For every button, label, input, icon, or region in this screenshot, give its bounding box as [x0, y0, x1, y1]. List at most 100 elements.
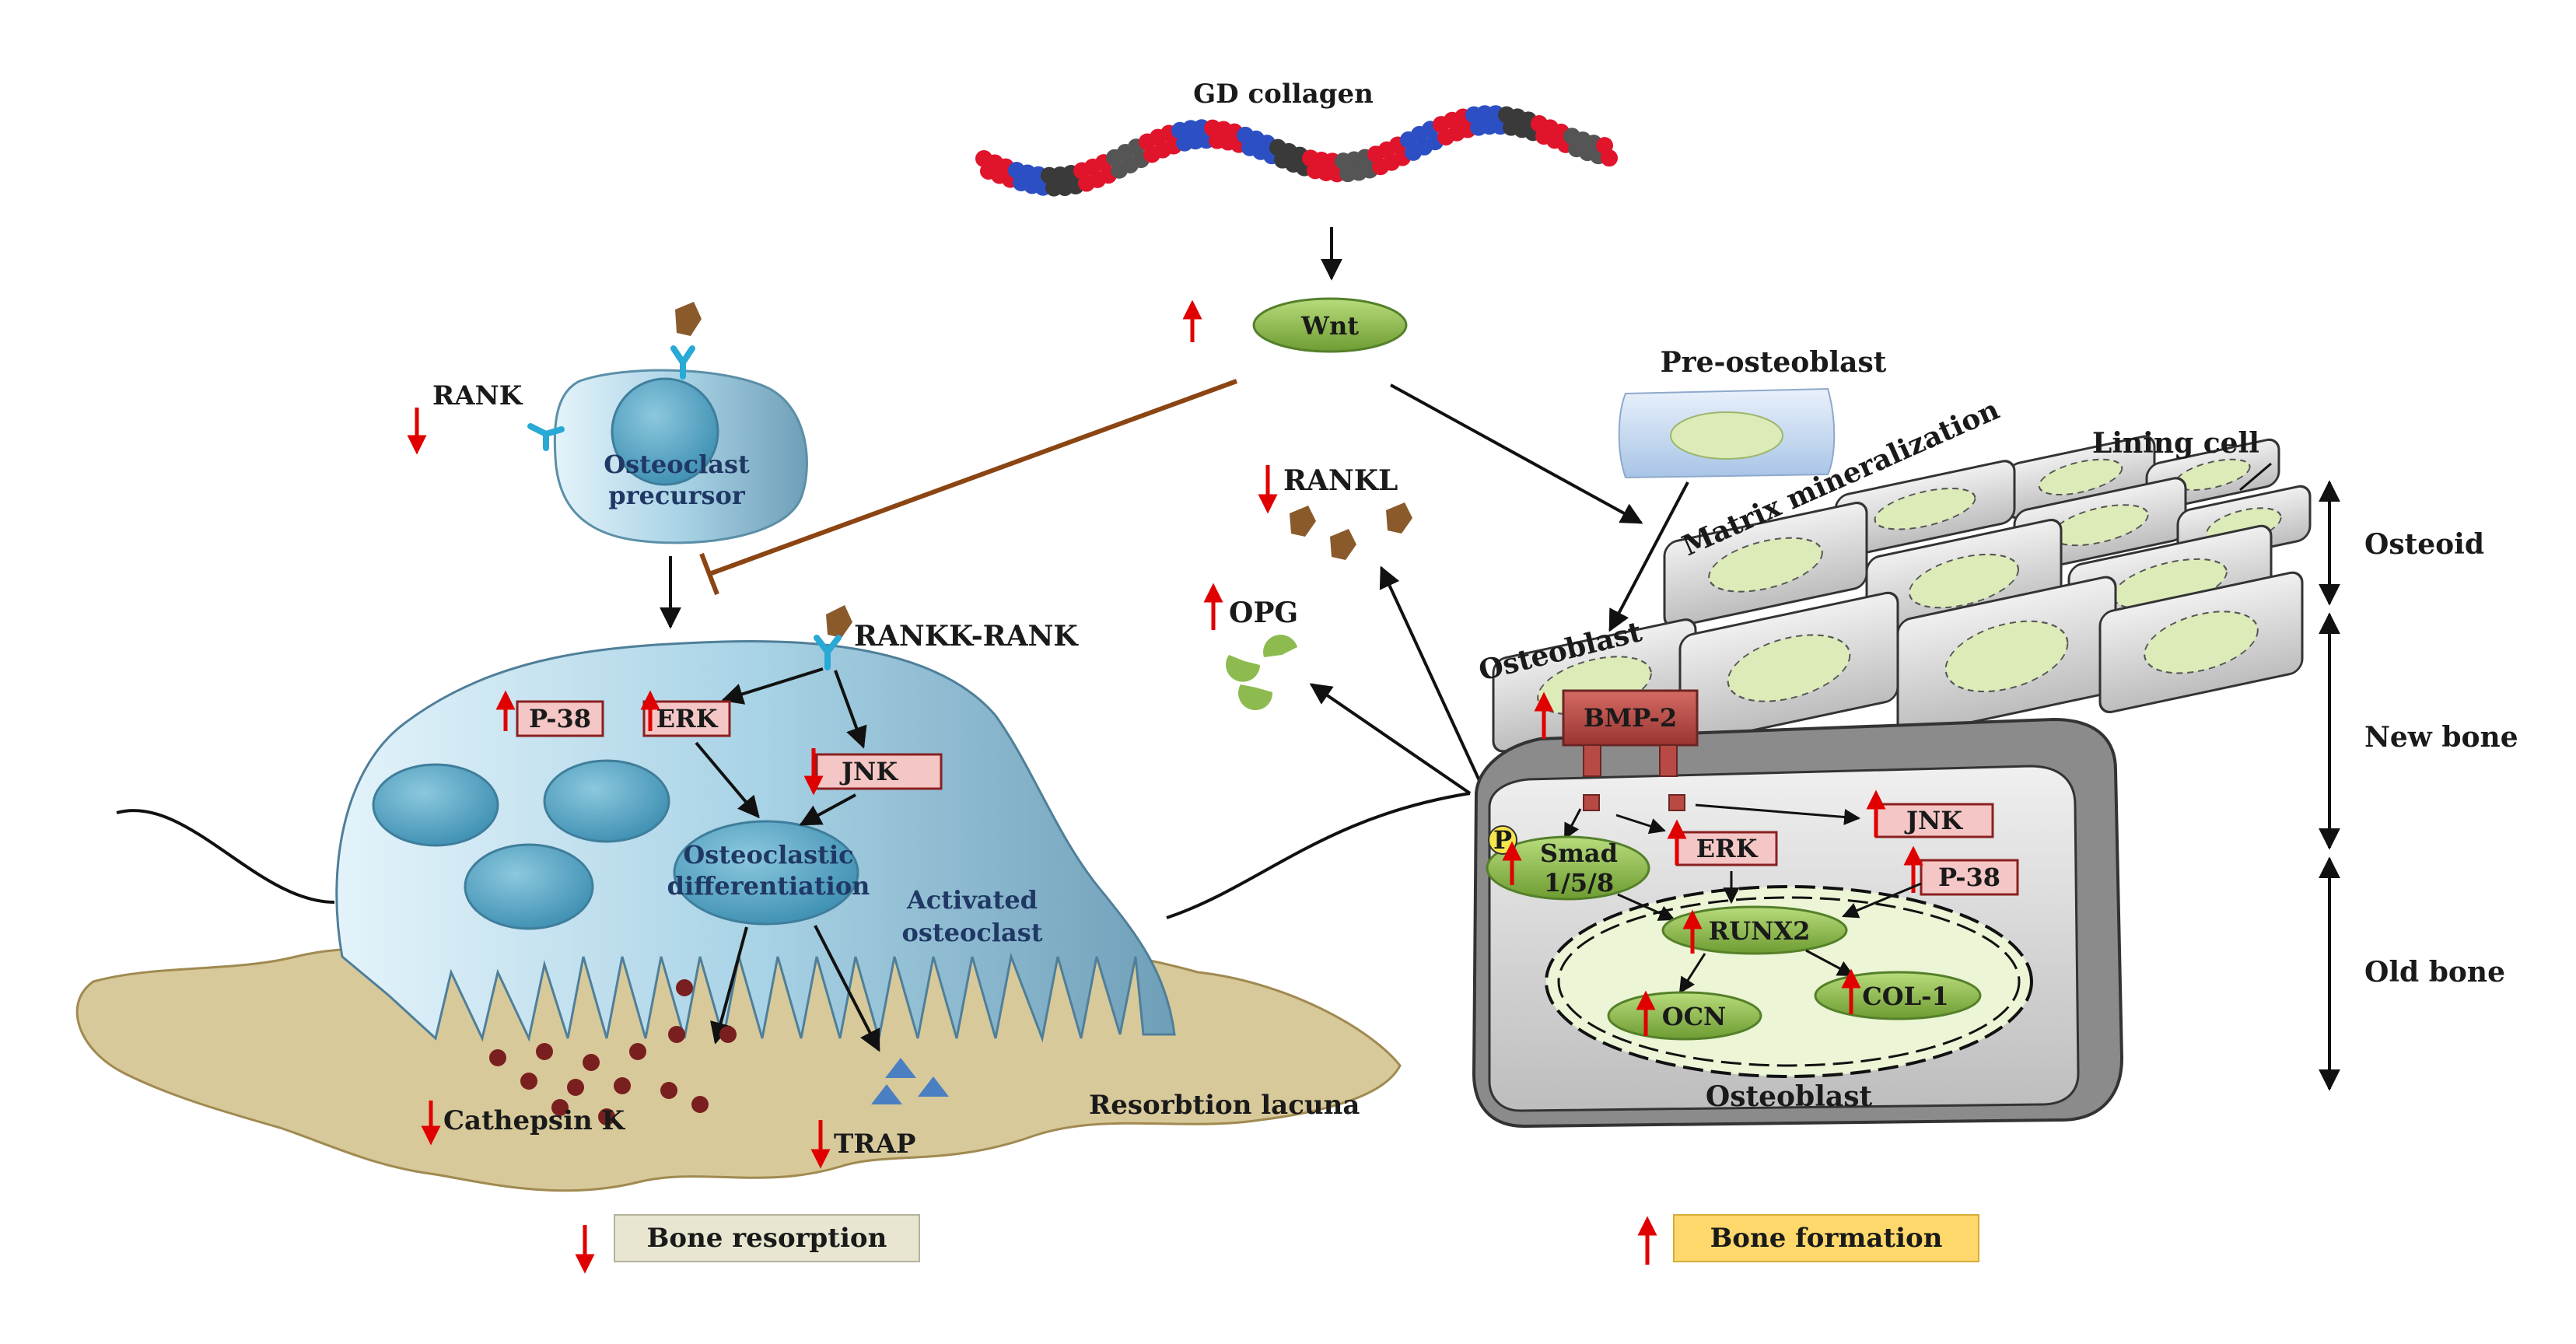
ocn-node: OCN	[1607, 991, 1762, 1041]
gd-collagen-label: GD collagen	[1193, 79, 1374, 110]
p38-box-left: P-38	[516, 700, 604, 737]
old-bone-label: Old bone	[2364, 956, 2505, 989]
bmp2-label: BMP-2	[1584, 703, 1677, 733]
cathepsin-granule	[719, 1026, 737, 1043]
smad-label-line2: 1/5/8	[1544, 868, 1614, 898]
wnt-node: Wnt	[1252, 297, 1408, 353]
opg-icon	[1263, 635, 1297, 657]
cathepsin-granule	[536, 1043, 553, 1060]
osteoid-cell-nucleus	[1874, 487, 1976, 530]
arrow-diff-to-cathepsin	[710, 926, 748, 1045]
rankl-ligand-icon	[826, 605, 852, 638]
bone-formation-label: Bone formation	[1710, 1223, 1943, 1254]
bone-resorption-label: Bone resorption	[647, 1223, 887, 1254]
osteoid-cell-nucleus	[1708, 537, 1823, 593]
jnk-label-right: JNK	[1904, 806, 1963, 835]
trap-triangles	[871, 1058, 949, 1104]
osteoid-cell-nucleus	[2175, 458, 2251, 492]
rankl-ligand-icon	[1386, 502, 1412, 534]
trap-group: TRAP	[810, 1120, 916, 1169]
arrow-pre-to-osteoblast	[1608, 481, 1689, 632]
receptor-icon	[814, 635, 842, 670]
erk-label-right: ERK	[1696, 834, 1759, 863]
erk-box-left: ERK	[642, 700, 731, 737]
phosphate-label: P	[1493, 825, 1512, 855]
trap-label: TRAP	[834, 1129, 916, 1160]
pre-osteoblast-label: Pre-osteoblast	[1661, 346, 1887, 379]
arrow-cube-to-smad	[1563, 808, 1582, 840]
arrow-cube-to-erk	[1615, 814, 1666, 835]
bone-formation-box: Bone formation	[1637, 1214, 1979, 1265]
phosphate-badge: P	[1488, 825, 1517, 855]
opg-group: OPG	[1203, 583, 1298, 711]
gd-collagen-strand	[975, 105, 1618, 197]
arrow-runx2-to-ocn	[1678, 953, 1706, 994]
cathepsin-granule	[629, 1043, 646, 1060]
resorbtion-lacuna-label: Resorbtion lacuna	[1089, 1090, 1360, 1121]
bone-matrix-left	[75, 936, 1402, 1192]
receptor-icon	[670, 345, 695, 380]
bmp2-receptor: BMP-2	[1562, 689, 1699, 777]
arrow-erk-to-diff	[695, 741, 760, 819]
cathepsin-k-group: Cathepsin K	[421, 1101, 626, 1146]
activated-osteoclast-line2: osteoclast	[901, 918, 1042, 947]
new-bone-label: New bone	[2364, 721, 2518, 754]
activated-osteoclast-line1: Activated	[906, 885, 1038, 915]
opg-icon	[1226, 655, 1260, 682]
rankl-group: RANKL	[1258, 464, 1412, 560]
arrow-smad-to-runx2	[1617, 893, 1675, 921]
arrow-rank-to-jnk	[834, 670, 867, 749]
p38-box-right: P-38	[1920, 859, 2019, 896]
osteoid-cells	[1492, 435, 2312, 753]
opg-icon	[1238, 684, 1273, 711]
cathepsin-granule	[668, 1026, 685, 1043]
smad-node: Smad 1/5/8	[1486, 835, 1650, 901]
rankl-label: RANKL	[1283, 464, 1398, 497]
p38-label-left: P-38	[529, 704, 591, 733]
cell-membrane-line	[116, 809, 335, 904]
bone-resorption-box: Bone resorption	[575, 1214, 920, 1274]
erk-label-left: ERK	[656, 704, 719, 733]
jnk-box-right: JNK	[1874, 803, 1994, 838]
jnk-label-left: JNK	[839, 757, 898, 786]
osteoid-cell-nucleus	[1944, 620, 2069, 693]
cathepsin-k-label: Cathepsin K	[443, 1105, 626, 1136]
runx2-node: RUNX2	[1661, 905, 1848, 955]
cathepsin-granule	[676, 979, 693, 996]
osteoclast-precursor: Osteoclast precursor	[553, 369, 808, 544]
arrow-diff-to-trap	[814, 925, 880, 1052]
osteoid-label: Osteoid	[2364, 528, 2484, 561]
runx2-label: RUNX2	[1709, 916, 1811, 946]
ocn-label: OCN	[1662, 1002, 1727, 1031]
arrow-osteoblast-to-rankl	[1379, 565, 1483, 786]
collagen-bead	[1601, 149, 1618, 167]
activated-osteoclast	[335, 640, 1176, 1043]
osteoid-cell-nucleus	[2144, 611, 2259, 674]
arrow-jnk-to-diff	[799, 793, 856, 826]
lining-cell-label: Lining cell	[2092, 427, 2259, 460]
osteoid-cell-nucleus	[1727, 634, 1851, 702]
cathepsin-k-granules	[489, 979, 737, 1125]
osteoid-cell-nucleus	[2051, 504, 2149, 547]
p38-label-right: P-38	[1938, 863, 2000, 892]
arrow-rank-to-erk	[721, 667, 824, 705]
wnt-inhibition-line	[699, 379, 1238, 596]
cathepsin-granule	[660, 1082, 677, 1099]
lining-cell-pointer	[2239, 462, 2272, 492]
rankl-ligand-icon	[1330, 529, 1356, 560]
cell-membrane-line	[1166, 792, 1471, 919]
rankl-ligand-icon	[1290, 506, 1316, 537]
smad-label-line1: Smad	[1540, 838, 1618, 868]
opg-label: OPG	[1229, 597, 1298, 629]
arrow-p38-to-runx2	[1842, 882, 1922, 919]
col1-label: COL-1	[1862, 982, 1948, 1011]
cathepsin-granule	[614, 1077, 631, 1094]
osteoclastic-diff-line2: differentiation	[667, 871, 870, 901]
precursor-label-line2: precursor	[608, 481, 746, 510]
osteoid-cell-nucleus	[2038, 458, 2123, 496]
precursor-label-line1: Osteoclast	[604, 450, 750, 479]
erk-box-right: ERK	[1675, 831, 1778, 866]
rank-label: RANK	[432, 380, 523, 411]
cathepsin-granule	[691, 1096, 709, 1113]
